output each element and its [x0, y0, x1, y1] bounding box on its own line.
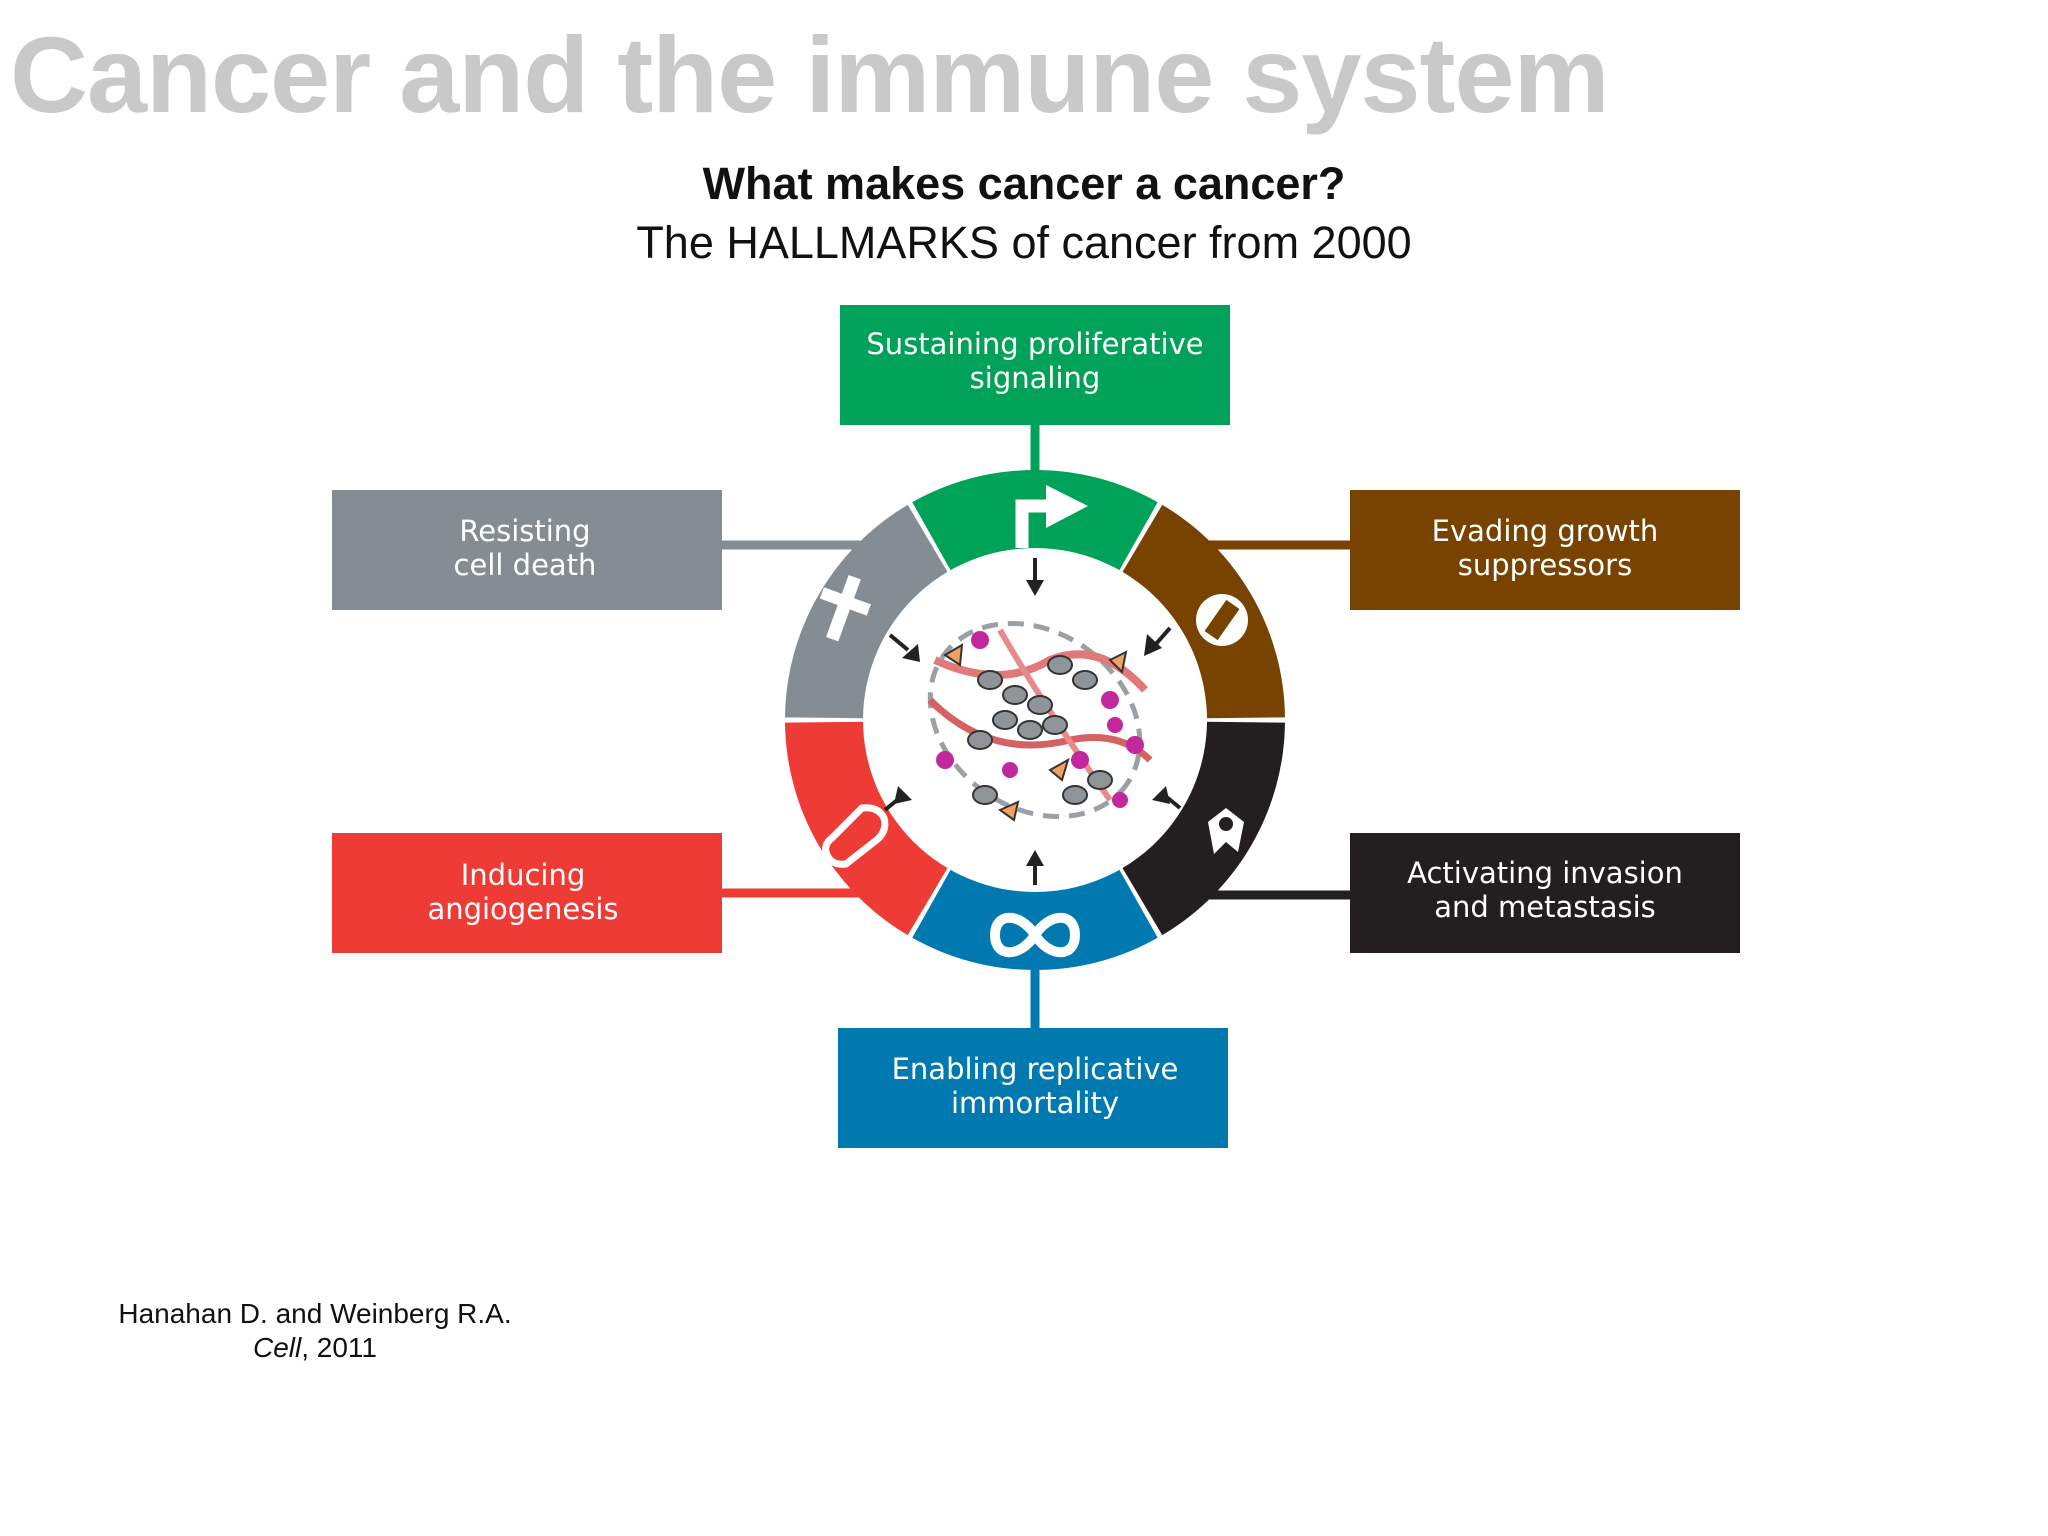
- diagram-question: What makes cancer a cancer?: [702, 158, 1346, 209]
- blood-vessel-icon: [822, 804, 889, 868]
- svg-text:and metastasis: and metastasis: [1434, 890, 1656, 924]
- box-label-line: Evading growth: [1432, 514, 1659, 548]
- box-label-line: immortality: [951, 1086, 1119, 1120]
- infinity-icon: [989, 912, 1081, 958]
- svg-text:cell death: cell death: [454, 548, 597, 582]
- box-label-line: angiogenesis: [427, 892, 618, 926]
- no-entry-icon: [1196, 594, 1248, 646]
- svg-text:Sustaining proliferative: Sustaining proliferative: [866, 327, 1203, 361]
- box-immortality: Enabling replicative immortality: [838, 1028, 1228, 1148]
- ring-segment-invasion: [1121, 721, 1285, 936]
- box-label-line: Resisting: [459, 514, 590, 548]
- svg-text:Inducing: Inducing: [461, 858, 586, 892]
- box-invasion: Activating invasion and metastasis: [1350, 833, 1740, 953]
- tumor-microenvironment-illustration: [927, 620, 1153, 822]
- svg-text:angiogenesis: angiogenesis: [427, 892, 618, 926]
- box-label-line: Inducing: [461, 858, 586, 892]
- cross-icon: [819, 574, 871, 642]
- ring-segment-immortality: [912, 868, 1158, 971]
- box-angiogenesis: Inducing angiogenesis: [332, 833, 722, 953]
- slide-title: Cancer and the immune system: [10, 14, 1610, 135]
- ring-segment-proliferative: [912, 469, 1158, 572]
- box-label-line: and metastasis: [1434, 890, 1656, 924]
- invasive-cell-icon: [1208, 808, 1244, 854]
- box-label-line: signaling: [970, 361, 1101, 395]
- box-proliferative: Sustaining proliferative signaling: [840, 305, 1230, 425]
- svg-text:Enabling replicative: Enabling replicative: [892, 1052, 1179, 1086]
- inner-disc: [863, 548, 1207, 892]
- box-label-line: Sustaining proliferative: [866, 327, 1203, 361]
- box-label-line: Activating invasion: [1407, 856, 1683, 890]
- citation: Hanahan D. and Weinberg R.A. Cell, 2011: [60, 1297, 570, 1365]
- box-cell-death: Resisting cell death: [332, 490, 722, 610]
- citation-journal: Cell: [252, 1332, 302, 1363]
- svg-text:suppressors: suppressors: [1458, 548, 1632, 582]
- box-growth-suppressors: Evading growth suppressors: [1350, 490, 1740, 610]
- citation-year: , 2011: [301, 1332, 377, 1363]
- svg-text:Resisting: Resisting: [459, 514, 590, 548]
- citation-authors: Hanahan D. and Weinberg R.A.: [118, 1298, 512, 1329]
- box-label-line: Enabling replicative: [892, 1052, 1179, 1086]
- svg-text:immortality: immortality: [951, 1086, 1119, 1120]
- arrow-icon: [1015, 485, 1088, 548]
- box-label-line: suppressors: [1458, 548, 1632, 582]
- svg-text:signaling: signaling: [970, 361, 1101, 395]
- diagram-subtitle: The HALLMARKS of cancer from 2000: [636, 217, 1412, 268]
- box-label-line: cell death: [454, 548, 597, 582]
- svg-text:Activating invasion: Activating invasion: [1407, 856, 1683, 890]
- svg-text:Evading growth: Evading growth: [1432, 514, 1659, 548]
- inward-arrows: [883, 558, 1182, 885]
- ring-segment-angiogenesis: [785, 721, 949, 936]
